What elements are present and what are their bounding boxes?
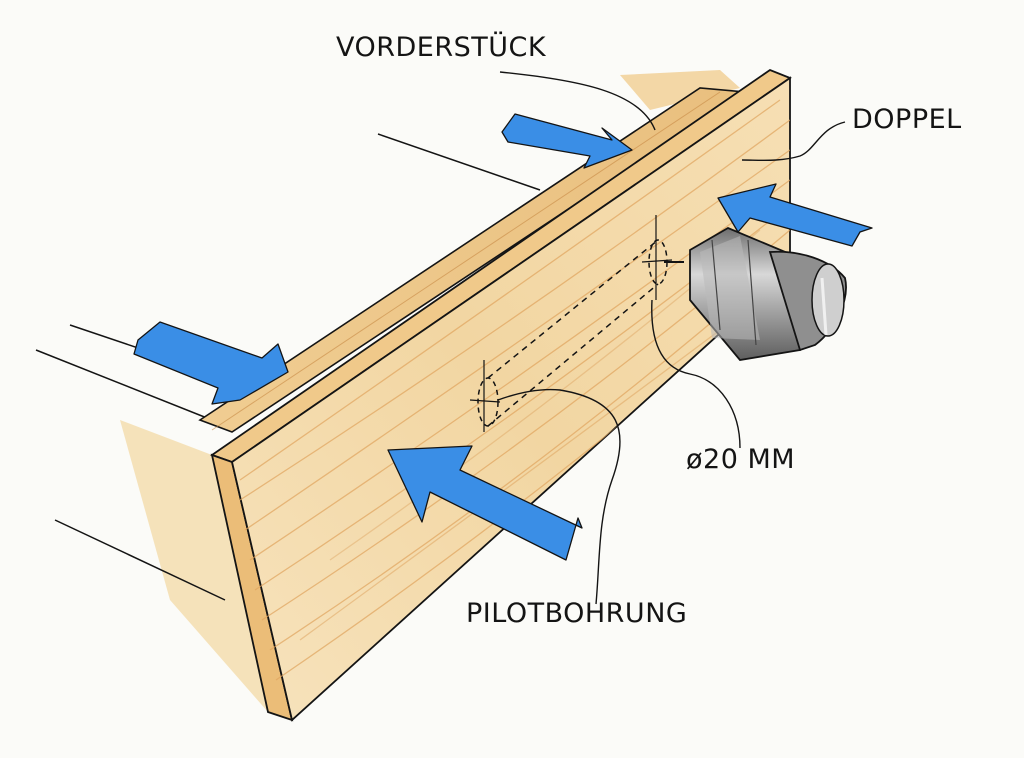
drawer-side-panels [35,70,740,712]
leader-pilotbohrung [497,388,621,605]
leader-diameter [651,299,741,449]
blue-arrow-icon [717,183,873,247]
leader-lines [497,71,846,605]
leader-vorderstueck [499,71,656,131]
blue-arrow-icon [387,445,583,561]
drill-chuck-icon [664,226,847,361]
leader-doppel [741,121,846,162]
force-arrows [133,113,873,561]
label-doppel: DOPPEL [852,104,962,135]
blue-arrow-icon [133,321,289,405]
doppel-board [210,68,792,722]
label-pilotbohrung: PILOTBOHRUNG [466,598,688,629]
blue-arrow-icon [501,113,633,169]
label-vorderstueck: VORDERSTÜCK [336,32,547,63]
label-diameter: ø20 MM [686,444,796,475]
